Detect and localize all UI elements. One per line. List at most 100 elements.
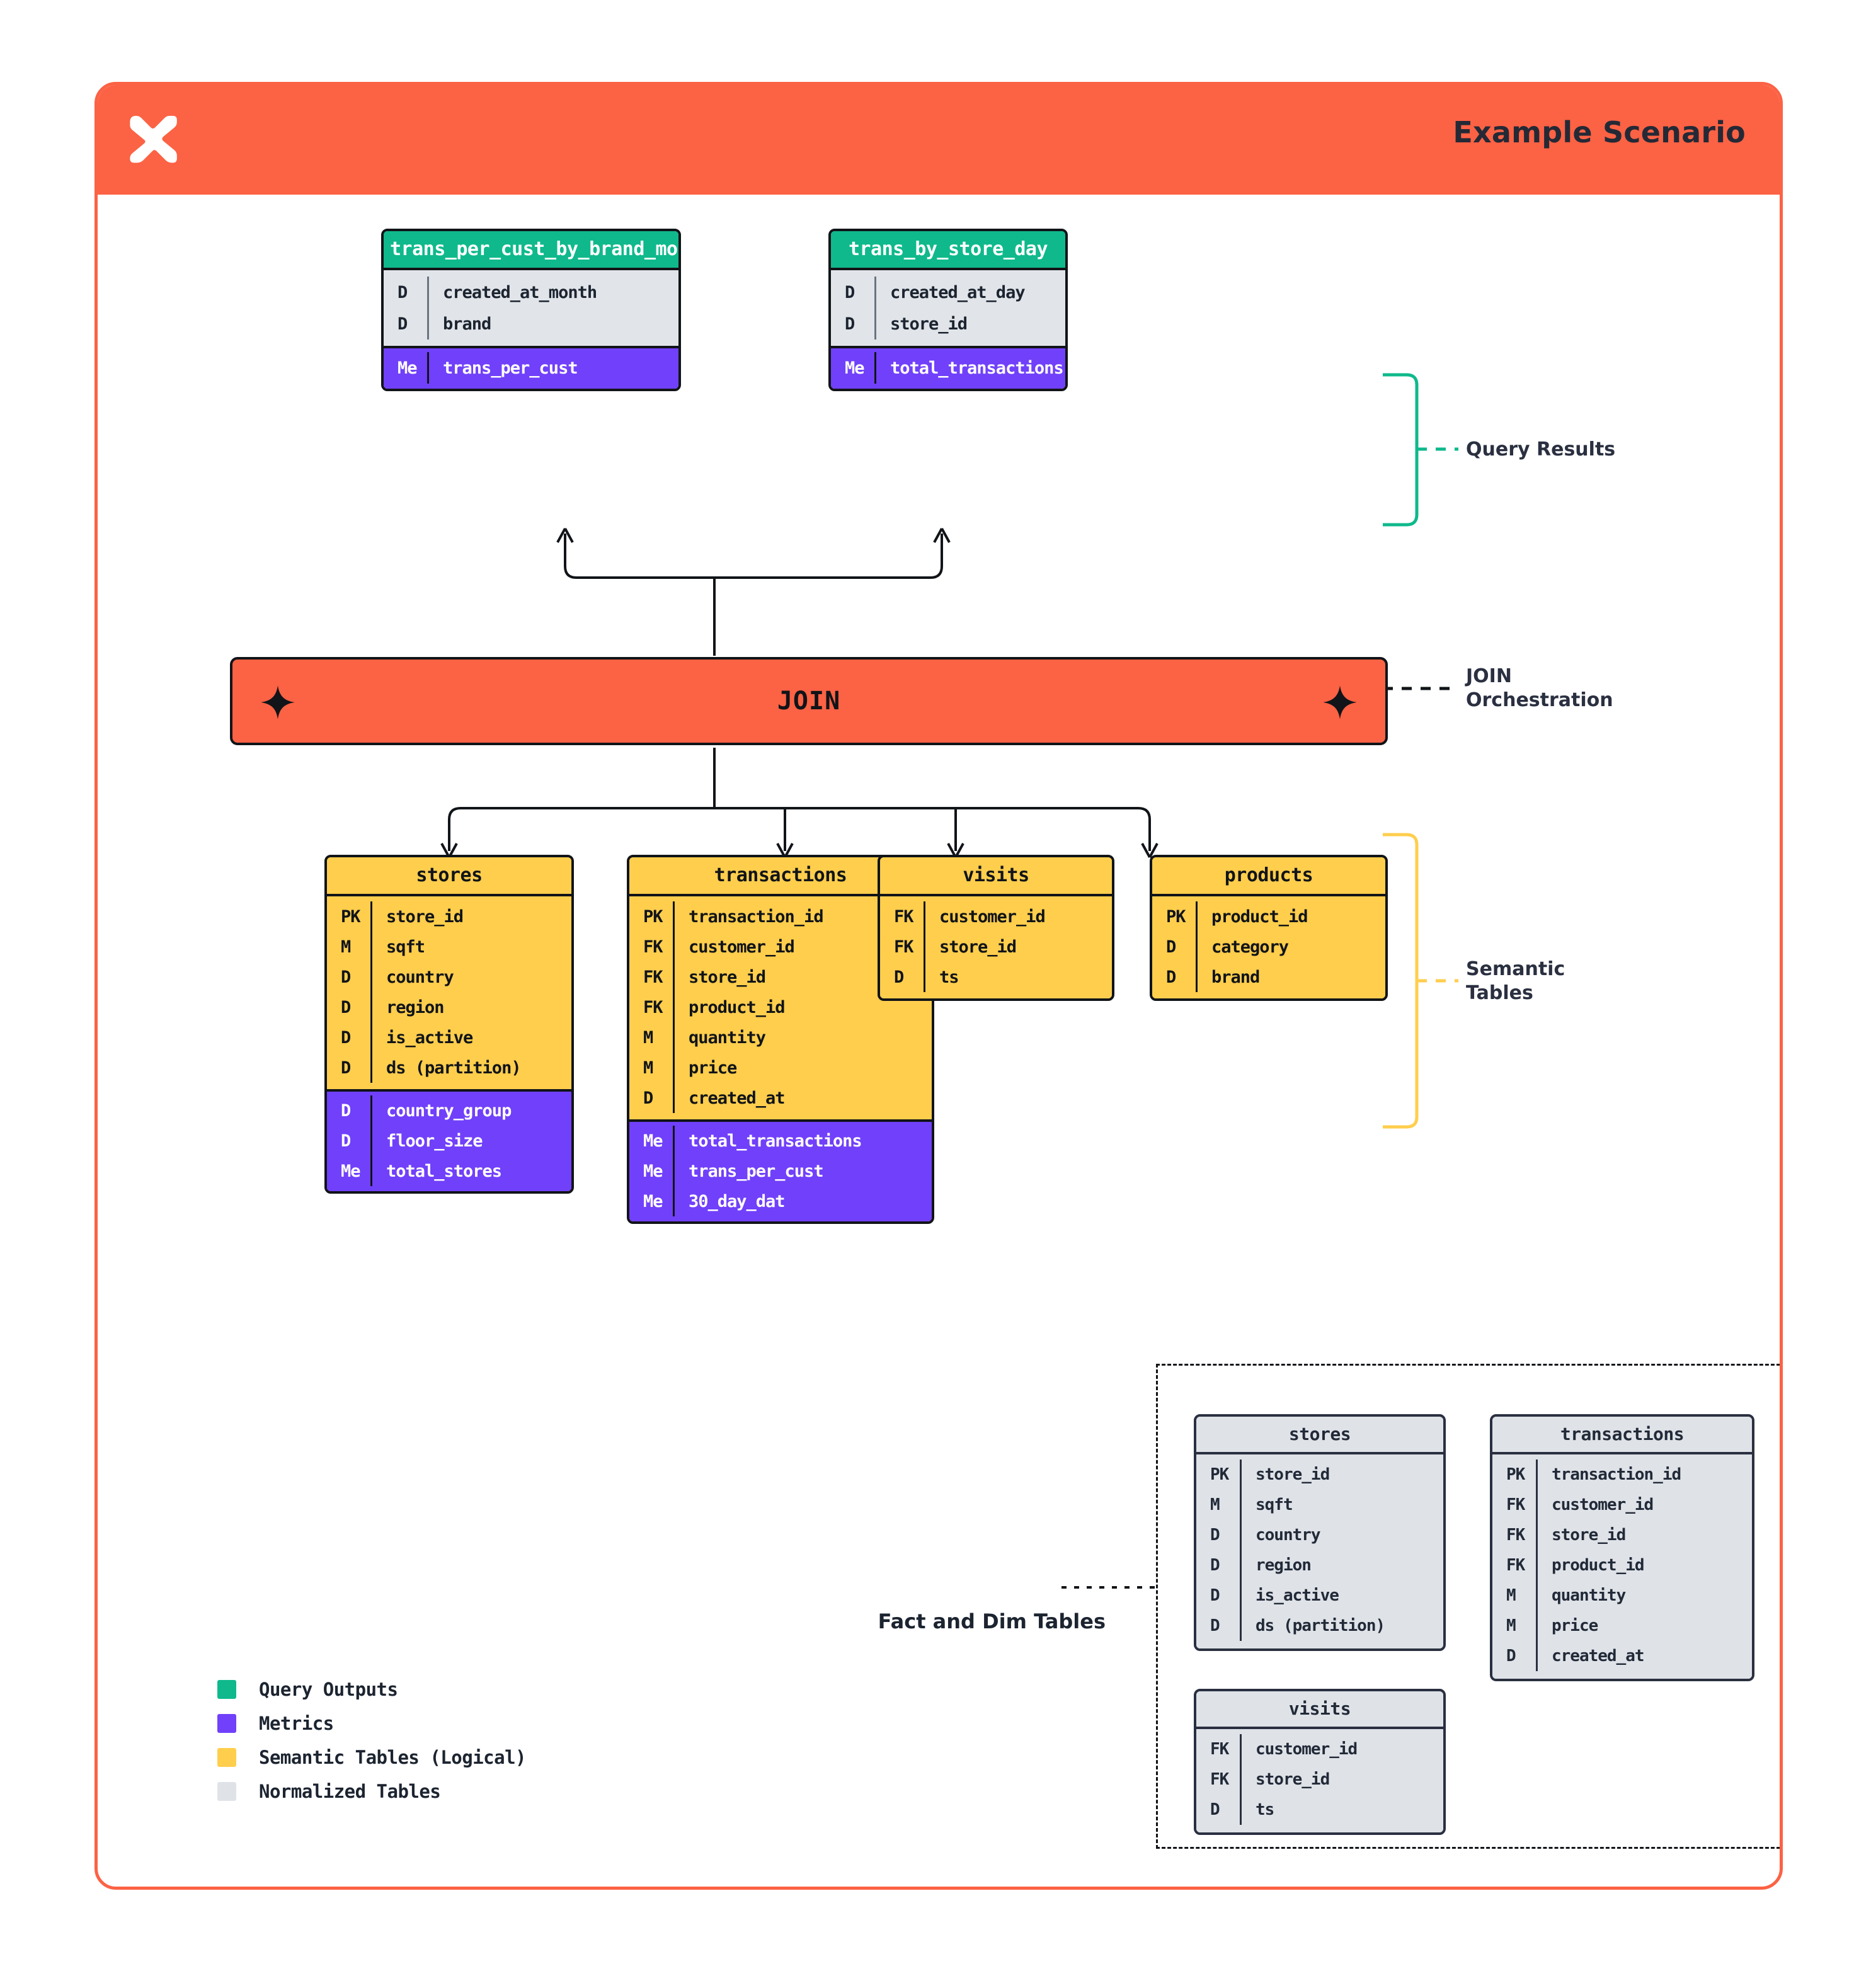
row-field: product_id [1552,1556,1645,1575]
row-field: ts [1256,1800,1274,1819]
annotation-label-line1: Semantic [1466,958,1565,980]
row-key: D [831,308,876,340]
annotation-query-results: Query Results [1466,438,1615,462]
row-field: store_id [890,314,968,334]
dimensions-section: D created_at_day D store_id [831,268,1065,346]
row-key: M [327,932,372,962]
row-key: Me [629,1126,675,1156]
row-key: PK [1152,901,1198,932]
row-key: D [327,1095,372,1126]
table-name: trans_per_cust_by_brand_month [384,231,678,268]
row-key: D [1492,1641,1538,1671]
legend-label: Semantic Tables (Logical) [259,1747,527,1768]
x-logo-icon [123,110,181,168]
metrics-section: Me total_transactions [831,346,1065,389]
legend-label: Metrics [259,1713,334,1734]
annotation-label-line2: Orchestration [1466,688,1613,711]
table-name: stores [1196,1417,1443,1452]
row-field: product_id [1211,906,1308,927]
dimensions-section: D created_at_month D brand [384,268,678,346]
row-key: FK [880,901,925,932]
row-field: sqft [1256,1495,1293,1514]
legend-swatch [217,1714,236,1733]
row-key: Me [327,1156,372,1186]
row-key: FK [1492,1550,1538,1580]
query-result-box-0[interactable]: trans_per_cust_by_brand_month D created_… [381,229,681,391]
diagram-canvas: Example Scenario [94,82,1783,1890]
row-field: country_group [386,1100,512,1121]
row-key: Me [384,352,429,384]
join-orchestration-bar[interactable]: JOIN [230,657,1388,745]
row-field: ds (partition) [386,1058,522,1078]
row-key: M [629,1022,675,1053]
row-field: transaction_id [689,906,824,927]
row-key: D [629,1083,675,1113]
table-name: trans_by_store_day [831,231,1065,268]
row-field: trans_per_cust [443,358,578,378]
row-key: D [327,1053,372,1083]
row-field: created_at_day [890,282,1026,302]
legend-label: Normalized Tables [259,1781,441,1802]
join-label: JOIN [777,687,841,716]
annotation-fact-and-dim: Fact and Dim Tables [878,1609,1106,1633]
table-row: FK store_id [880,932,1112,962]
row-field: sqft [386,937,425,957]
row-field: store_id [386,906,464,927]
row-field: total_transactions [890,358,1064,378]
row-field: brand [443,314,491,334]
row-key: FK [880,932,925,962]
annotation-label-line2: Tables [1466,981,1533,1004]
row-field: ds (partition) [1256,1616,1385,1635]
table-name: products [1152,857,1385,894]
row-key: M [1196,1490,1242,1520]
row-key: FK [629,992,675,1022]
table-row: FK product_id [1492,1550,1752,1580]
row-field: store_id [939,937,1017,957]
row-key: PK [327,901,372,932]
query-result-box-1[interactable]: trans_by_store_day D created_at_day D st… [828,229,1068,391]
row-field: price [1552,1616,1598,1635]
legend-item-semantic-tables: Semantic Tables (Logical) [217,1740,527,1774]
row-key: D [327,992,372,1022]
row-field: floor_size [386,1131,483,1151]
row-key: D [1196,1795,1242,1825]
row-field: transaction_id [1552,1465,1681,1484]
row-field: store_id [1256,1465,1330,1484]
table-row: Me total_transactions [831,352,1065,384]
row-key: M [1492,1611,1538,1641]
row-field: created_at [689,1088,786,1108]
legend-swatch [217,1782,236,1801]
table-name: visits [1196,1691,1443,1727]
legend-item-metrics: Metrics [217,1706,526,1740]
annotation-label: Query Results [1466,438,1616,460]
table-row: D created_at_month [384,277,678,308]
